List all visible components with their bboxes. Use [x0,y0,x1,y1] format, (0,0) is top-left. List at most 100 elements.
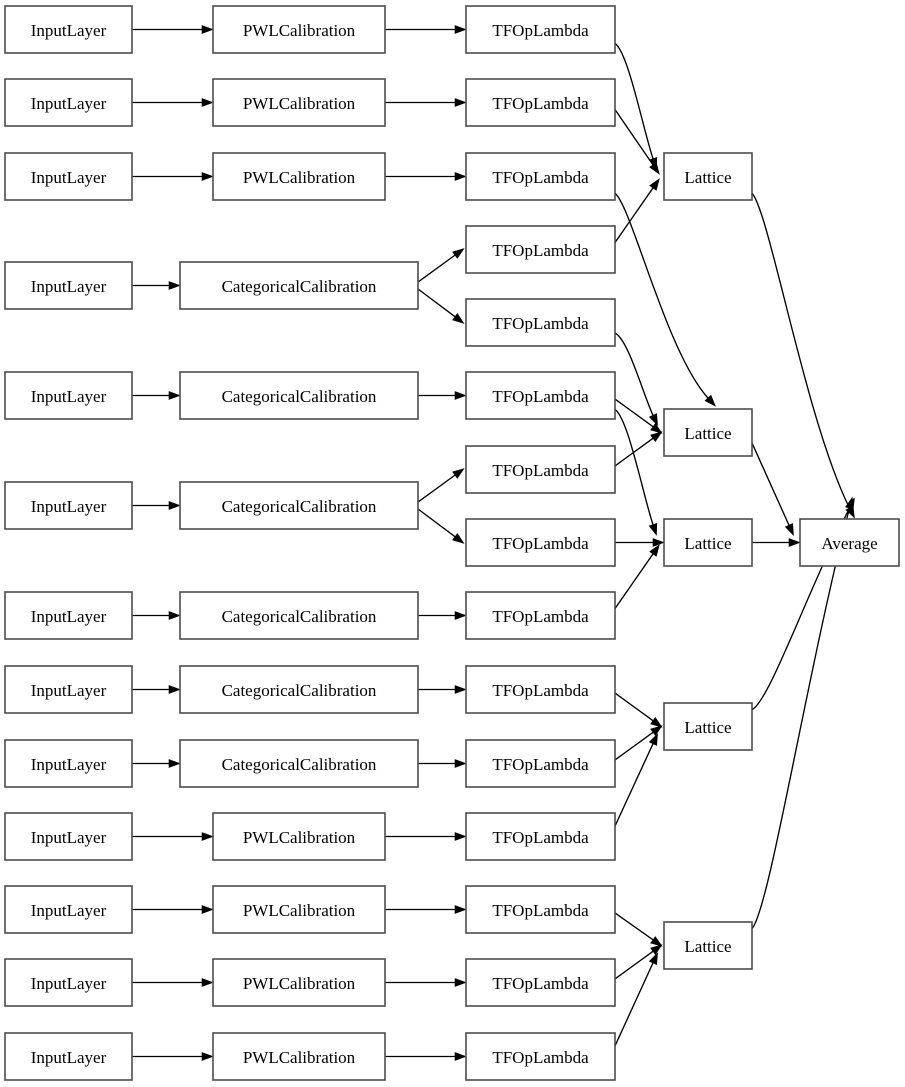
node-box[interactable] [663,152,753,201]
node-box[interactable] [179,371,419,420]
node-inputlayer-in8[interactable]: InputLayer [4,665,133,714]
node-box[interactable] [179,481,419,530]
node-inputlayer-in7[interactable]: InputLayer [4,591,133,640]
node-tfoplambda-tf12[interactable]: TFOpLambda [465,812,616,861]
edge-line [614,437,654,467]
node-categoricalcalibration-cal7[interactable]: CategoricalCalibration [179,591,419,640]
node-label: TFOpLambda [492,168,589,187]
node-inputlayer-in10[interactable]: InputLayer [4,812,133,861]
node-box[interactable] [212,958,386,1007]
node-box[interactable] [4,958,133,1007]
node-inputlayer-in4[interactable]: InputLayer [4,261,133,310]
node-tfoplambda-tf11[interactable]: TFOpLambda [465,739,616,788]
node-box[interactable] [179,665,419,714]
node-box[interactable] [465,958,616,1007]
node-box[interactable] [663,408,753,457]
node-label: CategoricalCalibration [222,755,377,774]
node-box[interactable] [4,152,133,201]
node-box[interactable] [212,885,386,934]
node-box[interactable] [465,518,616,567]
node-tfoplambda-tf4[interactable]: TFOpLambda [465,225,616,274]
node-inputlayer-in3[interactable]: InputLayer [4,152,133,201]
node-inputlayer-in11[interactable]: InputLayer [4,885,133,934]
node-tfoplambda-tf2[interactable]: TFOpLambda [465,78,616,127]
node-box[interactable] [4,78,133,127]
node-box[interactable] [465,5,616,54]
node-box[interactable] [465,665,616,714]
node-pwlcalibration-cal11[interactable]: PWLCalibration [212,885,386,934]
node-tfoplambda-tf14[interactable]: TFOpLambda [465,958,616,1007]
node-box[interactable] [4,665,133,714]
node-tfoplambda-tf9[interactable]: TFOpLambda [465,591,616,640]
node-tfoplambda-tf3[interactable]: TFOpLambda [465,152,616,201]
node-box[interactable] [465,78,616,127]
node-box[interactable] [663,921,753,970]
node-categoricalcalibration-cal9[interactable]: CategoricalCalibration [179,739,419,788]
edge-in5-to-cal5 [132,391,181,400]
node-categoricalcalibration-cal4[interactable]: CategoricalCalibration [179,261,419,310]
node-tfoplambda-tf8[interactable]: TFOpLambda [465,518,616,567]
node-box[interactable] [465,591,616,640]
edge-line [751,507,851,930]
node-box[interactable] [465,445,616,494]
node-pwlcalibration-cal13[interactable]: PWLCalibration [212,1032,386,1081]
node-pwlcalibration-cal10[interactable]: PWLCalibration [212,812,386,861]
node-box[interactable] [179,261,419,310]
node-tfoplambda-tf13[interactable]: TFOpLambda [465,885,616,934]
node-box[interactable] [212,78,386,127]
node-tfoplambda-tf1[interactable]: TFOpLambda [465,5,616,54]
node-pwlcalibration-cal2[interactable]: PWLCalibration [212,78,386,127]
node-inputlayer-in12[interactable]: InputLayer [4,958,133,1007]
node-inputlayer-in13[interactable]: InputLayer [4,1032,133,1081]
node-box[interactable] [4,591,133,640]
node-box[interactable] [663,518,753,567]
node-inputlayer-in5[interactable]: InputLayer [4,371,133,420]
node-categoricalcalibration-cal5[interactable]: CategoricalCalibration [179,371,419,420]
node-box[interactable] [4,812,133,861]
node-box[interactable] [465,371,616,420]
node-pwlcalibration-cal1[interactable]: PWLCalibration [212,5,386,54]
node-box[interactable] [465,152,616,201]
node-box[interactable] [179,739,419,788]
node-inputlayer-in2[interactable]: InputLayer [4,78,133,127]
node-box[interactable] [212,5,386,54]
node-lattice-lat1[interactable]: Lattice [663,152,753,201]
node-average-avg[interactable]: Average [799,518,900,567]
arrowhead-icon [650,716,663,728]
node-box[interactable] [465,812,616,861]
node-box[interactable] [465,225,616,274]
node-box[interactable] [212,812,386,861]
node-box[interactable] [4,5,133,54]
node-box[interactable] [663,702,753,751]
node-box[interactable] [4,481,133,530]
node-box[interactable] [179,591,419,640]
node-tfoplambda-tf15[interactable]: TFOpLambda [465,1032,616,1081]
node-box[interactable] [465,739,616,788]
node-lattice-lat2[interactable]: Lattice [663,408,753,457]
node-tfoplambda-tf10[interactable]: TFOpLambda [465,665,616,714]
node-box[interactable] [4,261,133,310]
node-categoricalcalibration-cal8[interactable]: CategoricalCalibration [179,665,419,714]
node-box[interactable] [212,1032,386,1081]
node-inputlayer-in1[interactable]: InputLayer [4,5,133,54]
node-pwlcalibration-cal12[interactable]: PWLCalibration [212,958,386,1007]
node-box[interactable] [4,371,133,420]
node-box[interactable] [212,152,386,201]
node-box[interactable] [799,518,900,567]
node-box[interactable] [4,739,133,788]
node-inputlayer-in9[interactable]: InputLayer [4,739,133,788]
node-tfoplambda-tf6[interactable]: TFOpLambda [465,371,616,420]
node-pwlcalibration-cal3[interactable]: PWLCalibration [212,152,386,201]
node-box[interactable] [4,885,133,934]
node-lattice-lat5[interactable]: Lattice [663,921,753,970]
node-lattice-lat4[interactable]: Lattice [663,702,753,751]
node-box[interactable] [465,885,616,934]
node-tfoplambda-tf5[interactable]: TFOpLambda [465,298,616,347]
node-box[interactable] [465,1032,616,1081]
node-categoricalcalibration-cal6[interactable]: CategoricalCalibration [179,481,419,530]
node-box[interactable] [4,1032,133,1081]
node-tfoplambda-tf7[interactable]: TFOpLambda [465,445,616,494]
node-lattice-lat3[interactable]: Lattice [663,518,753,567]
node-inputlayer-in6[interactable]: InputLayer [4,481,133,530]
node-box[interactable] [465,298,616,347]
